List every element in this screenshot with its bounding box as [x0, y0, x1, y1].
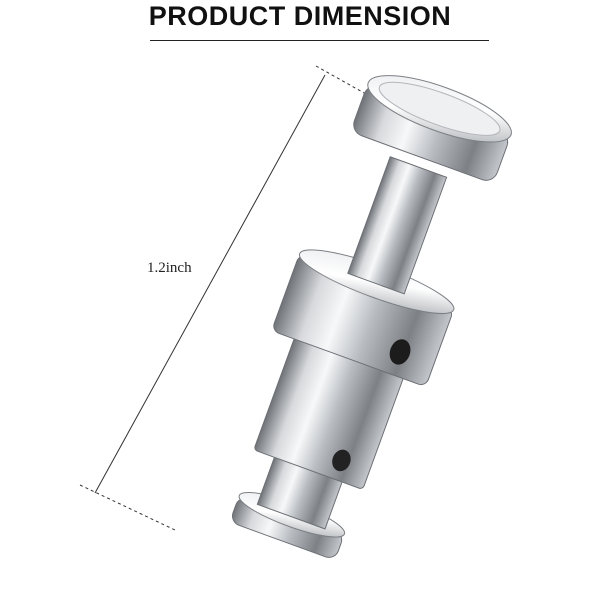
- page-title: PRODUCT DIMENSION: [148, 1, 452, 31]
- float-valve-pin-icon: [231, 75, 512, 558]
- title-underline: [150, 40, 489, 41]
- dimension-label: 1.2inch: [147, 260, 192, 276]
